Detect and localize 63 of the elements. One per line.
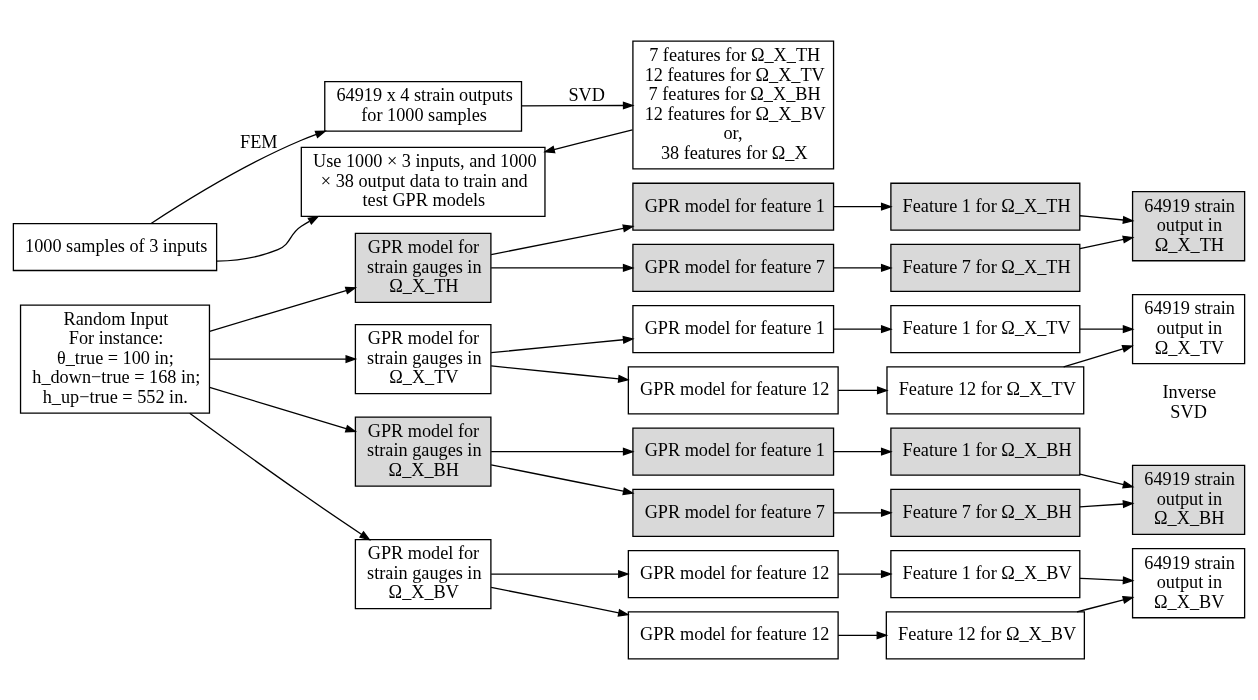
arrow: [209, 386, 358, 433]
arrow: [490, 447, 635, 456]
edge-label: FEM: [240, 132, 278, 153]
node-box: Feature 1 for Ω_X_TH: [890, 182, 1081, 231]
node-box: Feature 7 for Ω_X_BH: [890, 488, 1081, 537]
arrow: [833, 202, 893, 211]
arrow: [1079, 473, 1135, 489]
node-box: GPR model for feature 1: [632, 305, 835, 354]
node-box: Feature 12 for Ω_X_BV: [885, 611, 1085, 660]
edge-label: SVD: [568, 85, 605, 106]
node-box: Feature 1 for Ω_X_TV: [890, 305, 1081, 354]
arrow: [837, 570, 893, 579]
arrow: [490, 464, 635, 496]
node-box: GPR model for feature 1: [632, 182, 835, 231]
node-box: 64919 strain output in Ω_X_TV: [1131, 294, 1246, 365]
arrow: [521, 101, 635, 110]
arrow: [1076, 595, 1135, 613]
arrow: [150, 130, 327, 225]
arrow: [1079, 499, 1135, 509]
arrow: [490, 263, 635, 273]
label: Inverse SVD: [1162, 382, 1217, 423]
arrow: [1079, 235, 1135, 250]
arrow: [833, 508, 893, 517]
node-box: 7 features for Ω_X_TH 12 features for Ω_X_TV 7 features for Ω_X_BH 12 features for Ω_X_BV or, 38 features for Ω_X: [632, 40, 835, 170]
arrow: [490, 365, 630, 383]
node-box: GPR model for strain gauges in Ω_X_BV: [354, 538, 492, 610]
node-box: GPR model for strain gauges in Ω_X_TH: [354, 232, 492, 304]
arrow: [837, 386, 889, 395]
node-box: 64919 strain output in Ω_X_BH: [1131, 464, 1246, 535]
arrow: [490, 335, 635, 354]
node-box: GPR model for feature 1: [632, 427, 835, 476]
node-box: 64919 x 4 strain outputs for 1000 samples: [324, 80, 523, 132]
node-box: Feature 1 for Ω_X_BV: [890, 550, 1081, 599]
node-box: GPR model for feature 12: [627, 550, 839, 599]
node-box: GPR model for feature 12: [627, 611, 839, 660]
arrow: [490, 224, 635, 256]
node-box: 64919 strain output in Ω_X_BV: [1131, 548, 1246, 619]
node-box: GPR model for strain gauges in Ω_X_TV: [354, 323, 492, 395]
arrow: [209, 355, 358, 364]
arrow: [833, 263, 893, 273]
node-box: GPR model for feature 12: [627, 366, 839, 415]
arrow: [543, 129, 634, 154]
node-box: Feature 7 for Ω_X_TH: [890, 243, 1081, 292]
node-box: 64919 strain output in Ω_X_TH: [1131, 191, 1246, 262]
arrow: [1079, 215, 1135, 225]
node-box: Feature 12 for Ω_X_TV: [886, 366, 1085, 415]
node-box: 1000 samples of 3 inputs: [12, 222, 218, 272]
arrow: [833, 325, 893, 334]
arrow: [209, 286, 358, 332]
node-box: Feature 1 for Ω_X_BH: [890, 427, 1081, 476]
arrow: [837, 631, 889, 640]
node-box: GPR model for feature 7: [632, 488, 835, 537]
node-box: Use 1000 × 3 inputs, and 1000 × 38 output data to train and test GPR models: [300, 146, 546, 218]
arrow: [490, 570, 630, 579]
arrow: [1079, 325, 1135, 334]
arrow: [833, 447, 893, 456]
arrow: [1079, 576, 1135, 585]
node-box: GPR model for strain gauges in Ω_X_BH: [354, 416, 492, 487]
node-box: Random Input For instance: θ_true = 100 in; h_down−true = 168 in; h_up−true = 552 in.: [19, 304, 211, 414]
arrow: [216, 215, 320, 262]
arrow: [189, 412, 371, 541]
arrow: [490, 586, 630, 617]
node-box: GPR model for feature 7: [632, 243, 835, 292]
